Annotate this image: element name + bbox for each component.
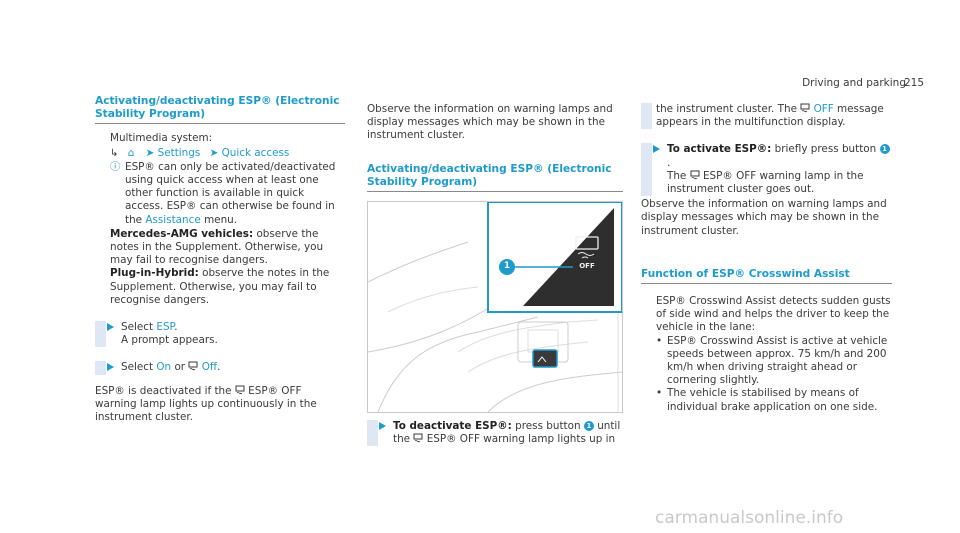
step-result: A prompt appears. [121, 334, 218, 347]
para-text-end: ESP® OFF warning lamp lights up continuo… [95, 384, 317, 424]
column-1: Activating/deactivating ESP® (Electronic… [95, 95, 345, 424]
page-number: 215 [903, 77, 924, 89]
console-figure: 1 OFF [367, 201, 623, 413]
assistance-link: Assistance [145, 213, 201, 226]
esp-off-icon [235, 385, 245, 394]
step-deactivate-inner: To deactivate ESP®: press button 1 until… [367, 420, 623, 447]
crosswind-intro: ESP® Crosswind Assist detects sudden gus… [656, 295, 891, 334]
step-text: briefly press button [774, 143, 877, 156]
step-label: To activate ESP®: [667, 143, 772, 156]
off-message: OFF [813, 103, 834, 115]
step-text-b: until the [393, 420, 621, 446]
path-arrow-icon: ➤ [209, 146, 219, 159]
step-text: Select [121, 361, 154, 374]
enter-icon: ↳ [110, 147, 119, 159]
step-label: To deactivate ESP®: [393, 420, 512, 432]
step-text: Select [121, 321, 154, 334]
amg-text: observe the notes in the Supplement. Oth… [110, 227, 324, 267]
esp-off-icon [413, 433, 423, 443]
esp-off-icon [188, 361, 198, 371]
step-arrow-icon [107, 323, 114, 332]
path-quick-access: Quick access [221, 146, 290, 159]
note: ⓘ ESP® can only be activated/deactivated… [110, 161, 345, 227]
step-arrow-icon [379, 422, 386, 430]
column-2: Observe the information on warning lamps… [367, 103, 623, 193]
step-deactivate: To deactivate ESP®: press button 1 until… [367, 420, 623, 447]
on-option: On [156, 361, 172, 374]
observe-text: Observe the information on warning lamps… [641, 198, 887, 237]
path-arrow-icon: ➤ [145, 146, 155, 159]
step-cont: the instrument cluster. The OFF message … [641, 103, 892, 130]
path-settings: Settings [157, 146, 201, 159]
off-option: Off [201, 361, 218, 374]
section-heading: Activating/deactivating ESP® (Electronic… [367, 163, 623, 193]
button-1-callout: 1 [583, 421, 594, 431]
home-icon: ⌂ [127, 146, 135, 159]
section-heading: Function of ESP® Crosswind Assist [641, 268, 892, 285]
note-end: menu. [204, 213, 238, 226]
column-3: the instrument cluster. The OFF message … [641, 103, 892, 414]
step-text-b: The [667, 169, 687, 182]
amg-note: Mercedes-AMG vehicles: observe the notes… [110, 228, 345, 268]
step-bar [641, 103, 652, 130]
cont-text-b: message appears in the multifunction dis… [656, 103, 884, 129]
step-arrow-icon [653, 145, 660, 154]
observe-text: Observe the information on warning lamps… [367, 103, 613, 142]
figure-callout: 1 [503, 261, 511, 271]
step-select-on-off: Select On or Off. [95, 361, 345, 375]
cont-text: the instrument cluster. The [656, 103, 797, 115]
bullet-item: ESP® Crosswind Assist is active at vehic… [641, 335, 892, 388]
step-text-c: ESP® OFF warning lamp in the instrument … [667, 169, 864, 196]
step-text: press button [515, 420, 581, 432]
info-icon: ⓘ [110, 160, 121, 173]
deactivated-para: ESP® is deactivated if the ESP® OFF warn… [95, 385, 345, 425]
step-text-c: ESP® OFF warning lamp lights up in [426, 433, 616, 446]
esp-off-icon [690, 170, 700, 180]
step-bar [641, 143, 652, 197]
section-heading: Activating/deactivating ESP® (Electronic… [95, 95, 345, 125]
off-label: OFF [579, 262, 595, 270]
hybrid-note: Plug-in-Hybrid: observe the notes in the… [110, 267, 345, 307]
multimedia-label: Multimedia system: [110, 132, 213, 145]
step-bar [95, 321, 106, 348]
multimedia-block: Multimedia system: ↳ ⌂ ➤ Settings ➤ Quic… [95, 132, 345, 307]
hybrid-label: Plug-in-Hybrid: [110, 267, 199, 280]
step-bar [95, 361, 106, 375]
esp-off-icon [800, 103, 810, 113]
amg-label: Mercedes-AMG vehicles: [110, 227, 254, 240]
section-title: Driving and parking [802, 77, 906, 89]
watermark: carmanualsonline.info [655, 508, 844, 528]
note-text: ESP® can only be activated/deactivated u… [125, 160, 336, 226]
button-1-callout: 1 [879, 144, 890, 155]
para-text: ESP® is deactivated if the [95, 384, 232, 397]
step-select-esp: Select ESP. A prompt appears. [95, 321, 345, 348]
hybrid-text: observe the notes in the Supplement. Oth… [110, 267, 330, 306]
step-bar [367, 420, 378, 447]
or-text: or [174, 361, 186, 374]
menu-path: ↳ ⌂ ➤ Settings ➤ Quick access [110, 147, 345, 160]
esp-option: ESP [156, 321, 175, 334]
console-illustration [368, 202, 622, 412]
step-activate: To activate ESP®: briefly press button 1… [641, 143, 892, 197]
bullet-item: The vehicle is stabilised by means of in… [641, 387, 892, 413]
step-arrow-icon [107, 363, 114, 372]
